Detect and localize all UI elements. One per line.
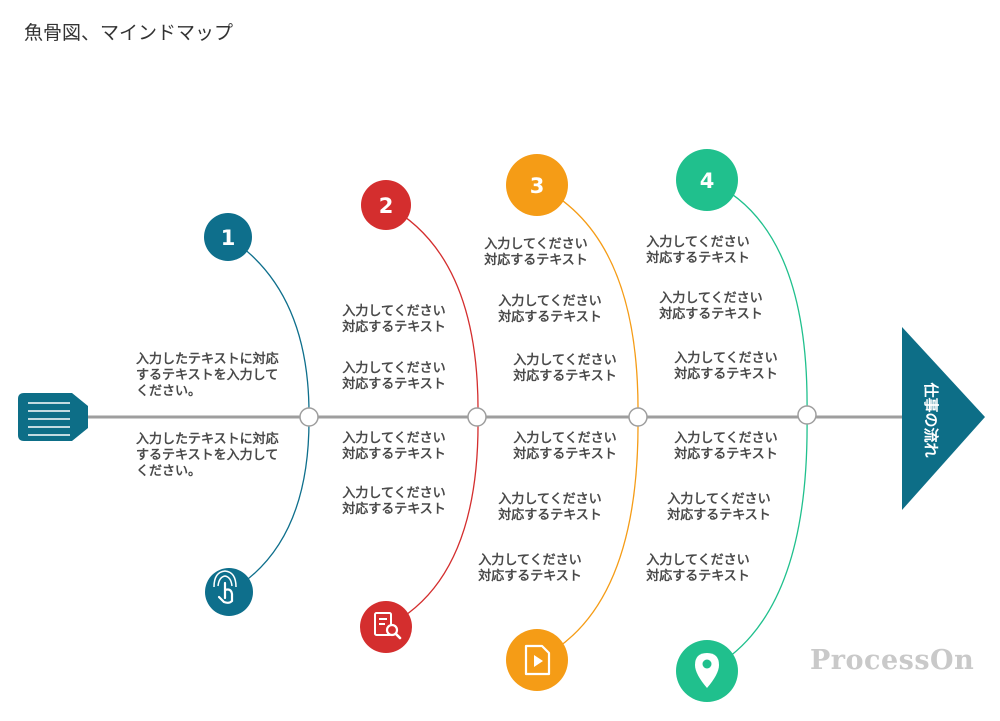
branch-2-number: 2 [379,194,394,218]
branch-2-label-top-1: 入力してください対応するテキスト [342,304,446,335]
head-label: 仕事の流れ [922,381,940,457]
branch-2-label-top-2: 入力してください対応するテキスト [342,361,446,392]
branch-3-label-bottom-1: 入力してください対応するテキスト [513,431,617,462]
junction-2 [467,407,487,427]
branch-1-curve [227,236,310,593]
branch-3-label-bottom-3: 入力してください対応するテキスト [478,553,582,584]
branch-1-label-top: 入力したテキストに対応するテキストを入力してください。 [136,352,279,399]
video-file-icon [506,629,568,691]
branch-4-label-bottom-1: 入力してください対応するテキスト [674,431,778,462]
branch-2-number-circle: 2 [361,180,411,230]
branch-3-label-top-1: 入力してください対応するテキスト [484,237,588,268]
page-title: 魚骨図、マインドマップ [24,22,234,44]
processon-watermark: ProcessOn [810,645,975,676]
location-pin-icon [676,640,738,702]
branch-4-number-circle: 4 [676,149,738,211]
branch-4-label-top-3: 入力してください対応するテキスト [674,351,778,382]
branch-2-label-bottom-1: 入力してください対応するテキスト [342,431,446,462]
branch-1-number-circle: 1 [204,213,252,261]
branch-4-label-bottom-2: 入力してください対応するテキスト [667,492,771,523]
branch-2-label-bottom-2: 入力してください対応するテキスト [342,486,446,517]
junction-3 [628,407,648,427]
touch-icon [205,568,253,616]
fish-head [902,327,985,510]
branch-3-number-circle: 3 [506,154,568,216]
junction-1 [299,407,319,427]
document-search-icon [360,601,412,653]
branch-4-number: 4 [700,169,715,193]
branch-1-label-bottom: 入力したテキストに対応するテキストを入力してください。 [136,432,279,479]
branch-1-number: 1 [221,226,236,250]
branch-3-number: 3 [530,174,545,198]
branch-4-label-bottom-3: 入力してください対応するテキスト [646,553,750,584]
branch-3-label-top-2: 入力してください対応するテキスト [498,294,602,325]
junction-4 [797,405,817,425]
branch-3-label-top-3: 入力してください対応するテキスト [513,353,617,384]
branch-4-label-top-1: 入力してください対応するテキスト [646,235,750,266]
fish-tail [18,393,88,441]
branch-4-label-top-2: 入力してください対応するテキスト [659,291,763,322]
branch-3-label-bottom-2: 入力してください対応するテキスト [498,492,602,523]
